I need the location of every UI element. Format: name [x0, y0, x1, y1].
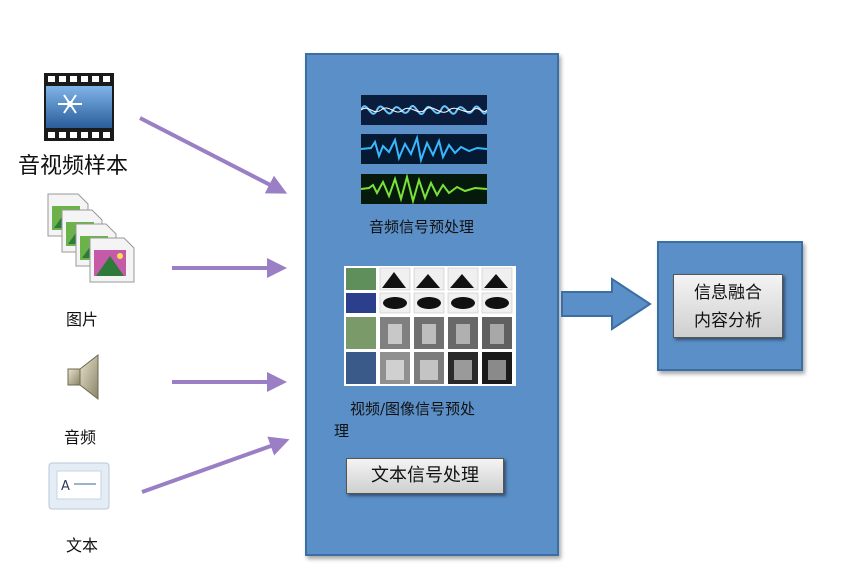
speaker-icon [67, 353, 99, 401]
arrow-text-to-processing [141, 436, 290, 494]
source-label-text: 文本 [66, 536, 99, 555]
video-preprocess-label-line2: 理 [334, 422, 350, 440]
waveform-image-2 [361, 134, 487, 164]
output-arrow [561, 277, 652, 331]
source-label-audio: 音频 [64, 428, 97, 447]
image-files-icon [47, 193, 135, 283]
waveform-image-1 [361, 95, 487, 125]
video-preprocess-label-line1: 视频/图像信号预处 [350, 400, 476, 418]
fusion-label-line2: 内容分析 [694, 311, 762, 331]
svg-text:A: A [61, 479, 70, 494]
source-label-image: 图片 [66, 310, 99, 329]
text-process-box: 文本信号处理 [346, 458, 504, 494]
video-frames-grid-image [344, 266, 516, 386]
audio-preprocess-label: 音频信号预处理 [369, 218, 475, 236]
fusion-analysis-label: 信息融合 内容分析 [673, 274, 783, 338]
fusion-label-line1: 信息融合 [694, 283, 762, 303]
waveform-image-3 [361, 174, 487, 204]
arrow-av-to-processing [139, 116, 288, 194]
text-document-icon: A [48, 462, 110, 510]
source-label-av-sample: 音视频样本 [18, 154, 129, 179]
film-strip-icon [44, 73, 114, 141]
